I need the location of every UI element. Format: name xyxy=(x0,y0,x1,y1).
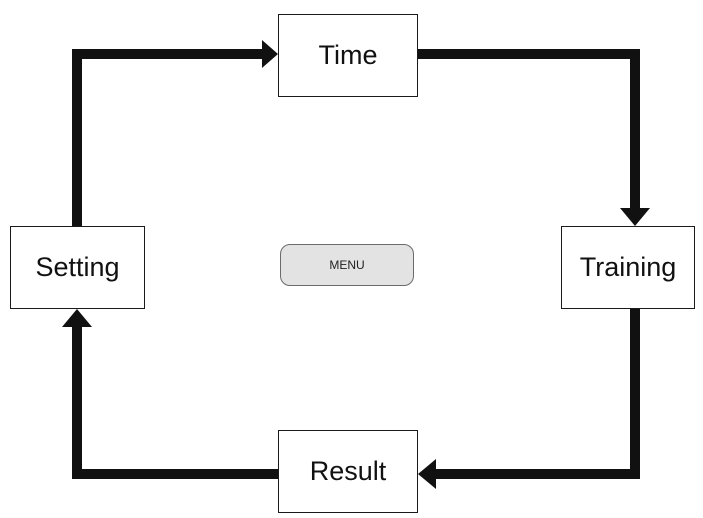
arrow-result-to-setting xyxy=(72,327,278,479)
menu-button[interactable]: MENU xyxy=(280,244,414,286)
node-training: Training xyxy=(561,226,695,309)
arrowhead-setting xyxy=(62,309,92,327)
node-result: Result xyxy=(278,430,418,513)
node-setting: Setting xyxy=(10,226,145,309)
arrow-training-to-result xyxy=(436,309,640,479)
arrowhead-time xyxy=(262,40,278,68)
arrowhead-result xyxy=(418,459,436,489)
node-time: Time xyxy=(278,14,418,97)
arrow-time-to-training xyxy=(418,49,640,208)
arrow-setting-to-time xyxy=(72,49,262,226)
arrowhead-training xyxy=(620,208,650,226)
